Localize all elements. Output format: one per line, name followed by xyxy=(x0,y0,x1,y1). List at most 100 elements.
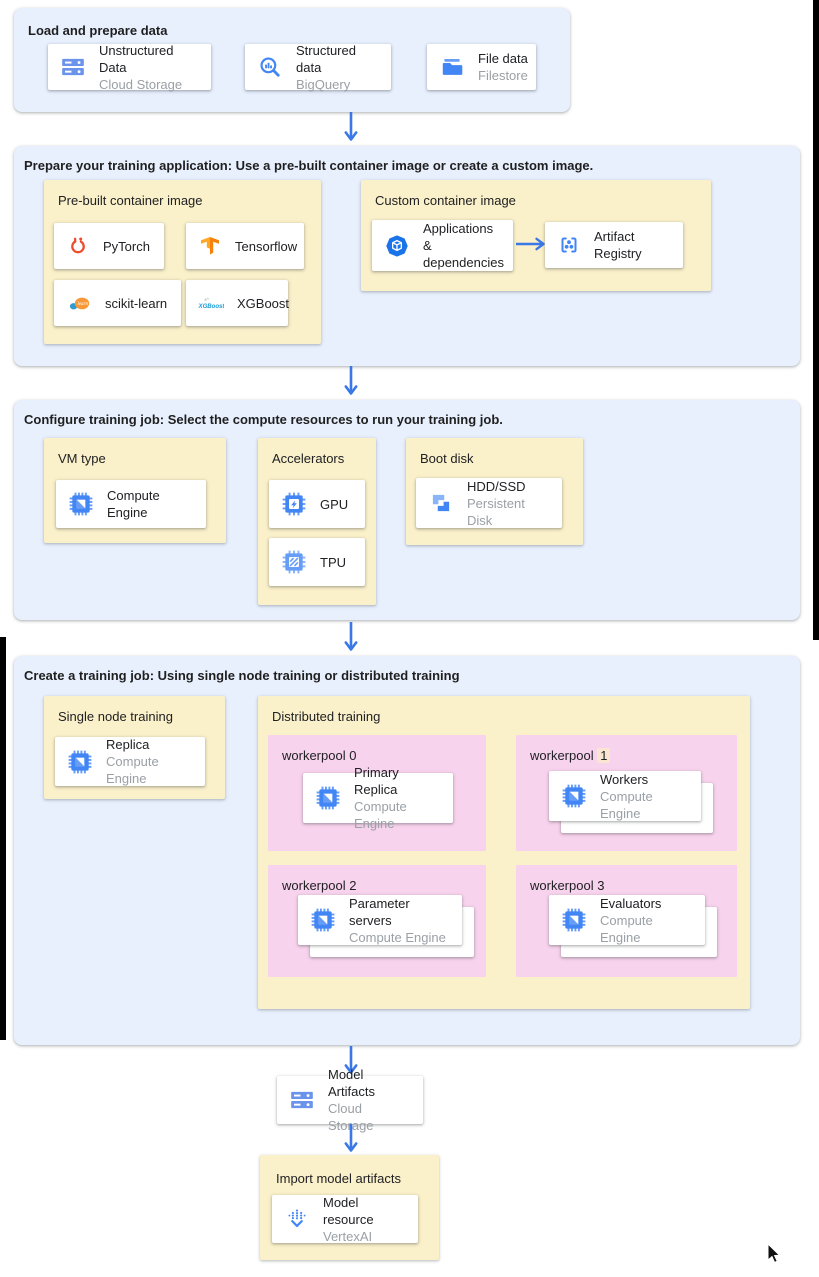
card-title: Structured data xyxy=(296,42,356,75)
card-workers: Workers Compute Engine xyxy=(549,771,701,821)
pool-workerpool-3: workerpool 3 Evaluators Compute Engine xyxy=(516,865,737,977)
section-load-data: Load and prepare data Unstructured Data … xyxy=(14,8,570,112)
card-subtitle: Cloud Storage xyxy=(328,1101,374,1133)
card-subtitle: Filestore xyxy=(478,68,528,83)
pool-label-number-highlight: 1 xyxy=(597,748,611,763)
right-edge-bar xyxy=(813,0,819,640)
compute-engine-icon xyxy=(561,783,587,809)
card-pytorch: PyTorch xyxy=(54,223,164,269)
card-title: Replica xyxy=(106,737,150,752)
box-title: Custom container image xyxy=(375,193,516,208)
mouse-cursor-icon xyxy=(766,1242,782,1270)
pool-workerpool-2: workerpool 2 Parameter servers Compute E… xyxy=(268,865,486,977)
persistent-disk-icon xyxy=(428,490,454,516)
card-title: File data xyxy=(478,51,528,66)
box-title: Pre-built container image xyxy=(58,193,203,208)
box-title: VM type xyxy=(58,451,106,466)
box-title: Import model artifacts xyxy=(276,1171,401,1186)
box-title: Single node training xyxy=(58,709,173,724)
artifact-registry-icon xyxy=(557,233,581,257)
card-artifact-registry: Artifact Registry xyxy=(545,222,683,268)
card-xgboost: e^XGBoost XGBoost xyxy=(186,280,289,326)
box-prebuilt-container: Pre-built container image PyTorch Tensor… xyxy=(44,180,321,344)
section-title: Create a training job: Using single node… xyxy=(24,668,460,683)
section-title: Prepare your training application: Use a… xyxy=(24,158,594,173)
box-boot-disk: Boot disk HDD/SSD Persistent Disk xyxy=(406,438,583,545)
tensorflow-icon xyxy=(198,234,222,258)
flow-arrow-down-2 xyxy=(344,366,358,401)
card-tpu: TPU xyxy=(269,538,365,586)
compute-engine-icon xyxy=(315,785,341,811)
card-title: Model resource xyxy=(323,1194,374,1227)
xgboost-icon: e^XGBoost xyxy=(198,290,224,316)
compute-engine-icon xyxy=(67,749,93,775)
card-parameter-servers: Parameter servers Compute Engine xyxy=(298,895,462,945)
flow-arrow-down-1 xyxy=(344,112,358,147)
card-title: HDD/SSD xyxy=(467,478,526,494)
svg-text:XGBoost: XGBoost xyxy=(198,304,224,310)
section-configure-job: Configure training job: Select the compu… xyxy=(14,400,800,620)
cloud-storage-icon xyxy=(289,1087,315,1113)
card-title: Applications & dependencies xyxy=(423,221,504,270)
card-subtitle: Compute Engine xyxy=(354,799,407,831)
applications-icon xyxy=(384,233,410,259)
box-distributed: Distributed training workerpool 0 Primar… xyxy=(258,696,750,1009)
box-title: Distributed training xyxy=(272,709,381,724)
card-scikit-learn: learn scikit-learn xyxy=(54,280,181,326)
card-title: Evaluators xyxy=(600,895,662,911)
box-single-node: Single node training Replica Compute Eng… xyxy=(44,696,225,799)
pool-label: workerpool 1 xyxy=(530,748,611,763)
card-replica: Replica Compute Engine xyxy=(55,737,205,786)
left-edge-bar xyxy=(0,637,6,1040)
box-title: Accelerators xyxy=(272,451,345,466)
card-subtitle: VertexAI xyxy=(323,1228,373,1244)
box-title: Boot disk xyxy=(420,451,474,466)
box-accelerators: Accelerators GPU TPU xyxy=(258,438,376,605)
card-title: PyTorch xyxy=(103,238,150,254)
section-create-job: Create a training job: Using single node… xyxy=(14,656,800,1045)
svg-text:learn: learn xyxy=(77,302,88,307)
vertex-ai-icon xyxy=(284,1206,310,1232)
card-subtitle: Cloud Storage xyxy=(99,76,183,92)
pool-workerpool-1: workerpool 1 Workers Compute Engine xyxy=(516,735,737,851)
card-primary-replica: Primary Replica Compute Engine xyxy=(303,765,453,831)
cloud-storage-icon xyxy=(60,54,86,80)
filestore-icon xyxy=(439,54,465,80)
scikit-learn-icon: learn xyxy=(66,290,92,316)
flow-arrow-down-5 xyxy=(344,1124,358,1158)
tpu-icon xyxy=(281,549,307,575)
card-applications-dependencies: Applications & dependencies xyxy=(372,220,513,271)
card-unstructured-data: Unstructured Data Cloud Storage xyxy=(48,42,211,92)
flow-arrow-down-3 xyxy=(344,622,358,657)
card-title: Compute Engine xyxy=(107,488,160,520)
card-subtitle: Persistent Disk xyxy=(467,495,525,528)
compute-engine-icon xyxy=(310,907,336,933)
flow-arrow-right xyxy=(516,237,546,256)
card-subtitle: Compute Engine xyxy=(106,754,159,786)
box-vm-type: VM type Compute Engine xyxy=(44,438,226,543)
pool-label: workerpool 0 xyxy=(282,748,357,763)
card-hdd-ssd: HDD/SSD Persistent Disk xyxy=(416,478,562,528)
card-tensorflow: Tensorflow xyxy=(186,223,304,269)
card-model-artifacts: Model Artifacts Cloud Storage xyxy=(277,1067,423,1133)
card-title: Parameter servers xyxy=(349,895,410,928)
card-gpu: GPU xyxy=(269,480,365,528)
card-subtitle: Compute Engine xyxy=(600,788,653,821)
section-title: Load and prepare data xyxy=(28,23,168,38)
gpu-icon xyxy=(281,491,307,517)
pool-label: workerpool 2 xyxy=(282,878,357,893)
bigquery-icon xyxy=(257,54,283,80)
card-subtitle: Compute Engine xyxy=(600,912,653,945)
box-custom-container: Custom container image Applications & de… xyxy=(361,180,711,291)
card-structured-data: Structured data BigQuery xyxy=(245,42,391,92)
pytorch-icon xyxy=(66,234,90,258)
card-file-data: File data Filestore xyxy=(427,44,536,90)
section-title: Configure training job: Select the compu… xyxy=(24,412,503,427)
card-compute-engine: Compute Engine xyxy=(56,480,206,528)
card-title: GPU xyxy=(320,496,349,512)
card-title: scikit-learn xyxy=(105,295,168,311)
card-title: Unstructured Data xyxy=(99,42,174,75)
pool-label-text: workerpool xyxy=(530,748,594,763)
pool-workerpool-0: workerpool 0 Primary Replica Compute Eng… xyxy=(268,735,486,851)
